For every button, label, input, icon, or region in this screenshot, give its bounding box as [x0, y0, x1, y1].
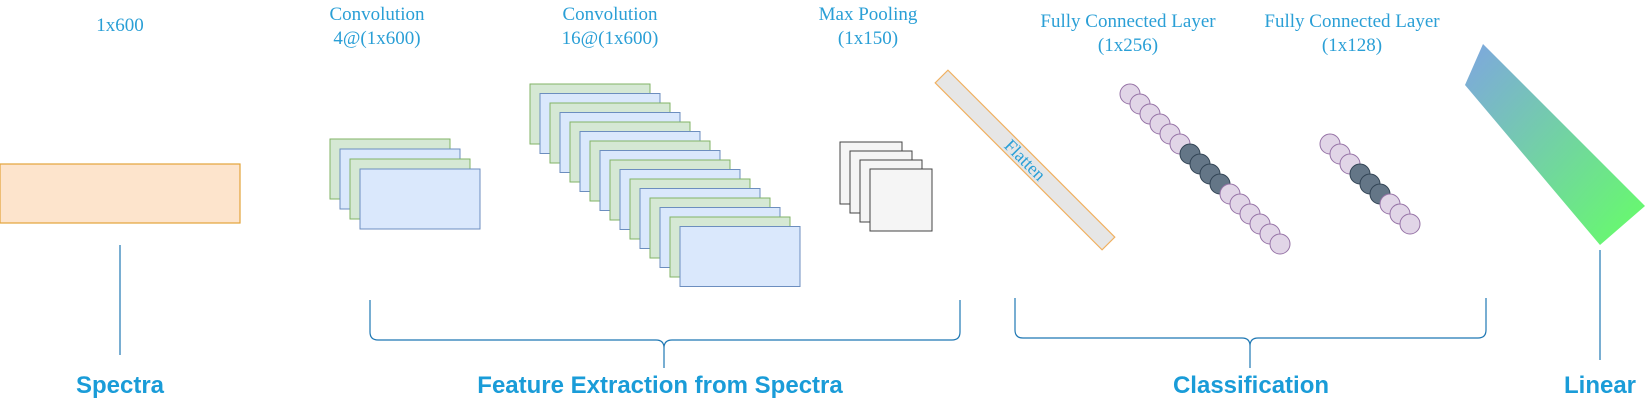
fc2-neuron-9 — [1399, 213, 1421, 235]
classification-brace — [1014, 298, 1487, 368]
pool-dim-caption: (1x150) — [838, 28, 898, 49]
conv2-feature-maps — [529, 83, 801, 287]
conv2-dim-caption: 16@(1x600) — [562, 28, 659, 49]
fc1-name-caption: Fully Connected Layer — [1040, 11, 1216, 32]
fc2-name-caption: Fully Connected Layer — [1264, 11, 1440, 32]
pool-map-4 — [869, 168, 933, 232]
section-feature-extraction: Feature Extraction from Spectra — [477, 372, 843, 399]
section-linear: Linear — [1564, 372, 1636, 399]
conv2-name-caption: Convolution — [562, 4, 658, 25]
conv1-dim-caption: 4@(1x600) — [333, 28, 420, 49]
linear-output-bar — [1465, 44, 1645, 245]
conv1-feature-maps — [329, 138, 481, 230]
input-spectra-block — [0, 163, 241, 224]
input-dim-caption: 1x600 — [96, 15, 144, 36]
fc1-neuron-16 — [1269, 233, 1291, 255]
pool-name-caption: Max Pooling — [819, 4, 918, 25]
section-classification: Classification — [1173, 372, 1329, 399]
fc2-neurons — [1319, 133, 1421, 235]
conv1-name-caption: Convolution — [329, 4, 425, 25]
fc1-dim-caption: (1x256) — [1098, 35, 1158, 56]
flatten-label: Flatten — [1000, 135, 1049, 184]
fc1-neurons — [1119, 83, 1291, 255]
pooling-maps — [839, 141, 933, 232]
fc2-dim-caption: (1x128) — [1322, 35, 1382, 56]
conv2-map-16 — [679, 226, 801, 287]
feature-extraction-brace — [369, 300, 961, 368]
conv1-map-4 — [359, 168, 481, 230]
section-spectra: Spectra — [76, 372, 165, 399]
flatten-layer: Flatten — [934, 69, 1116, 251]
flatten-bar — [934, 69, 1116, 251]
